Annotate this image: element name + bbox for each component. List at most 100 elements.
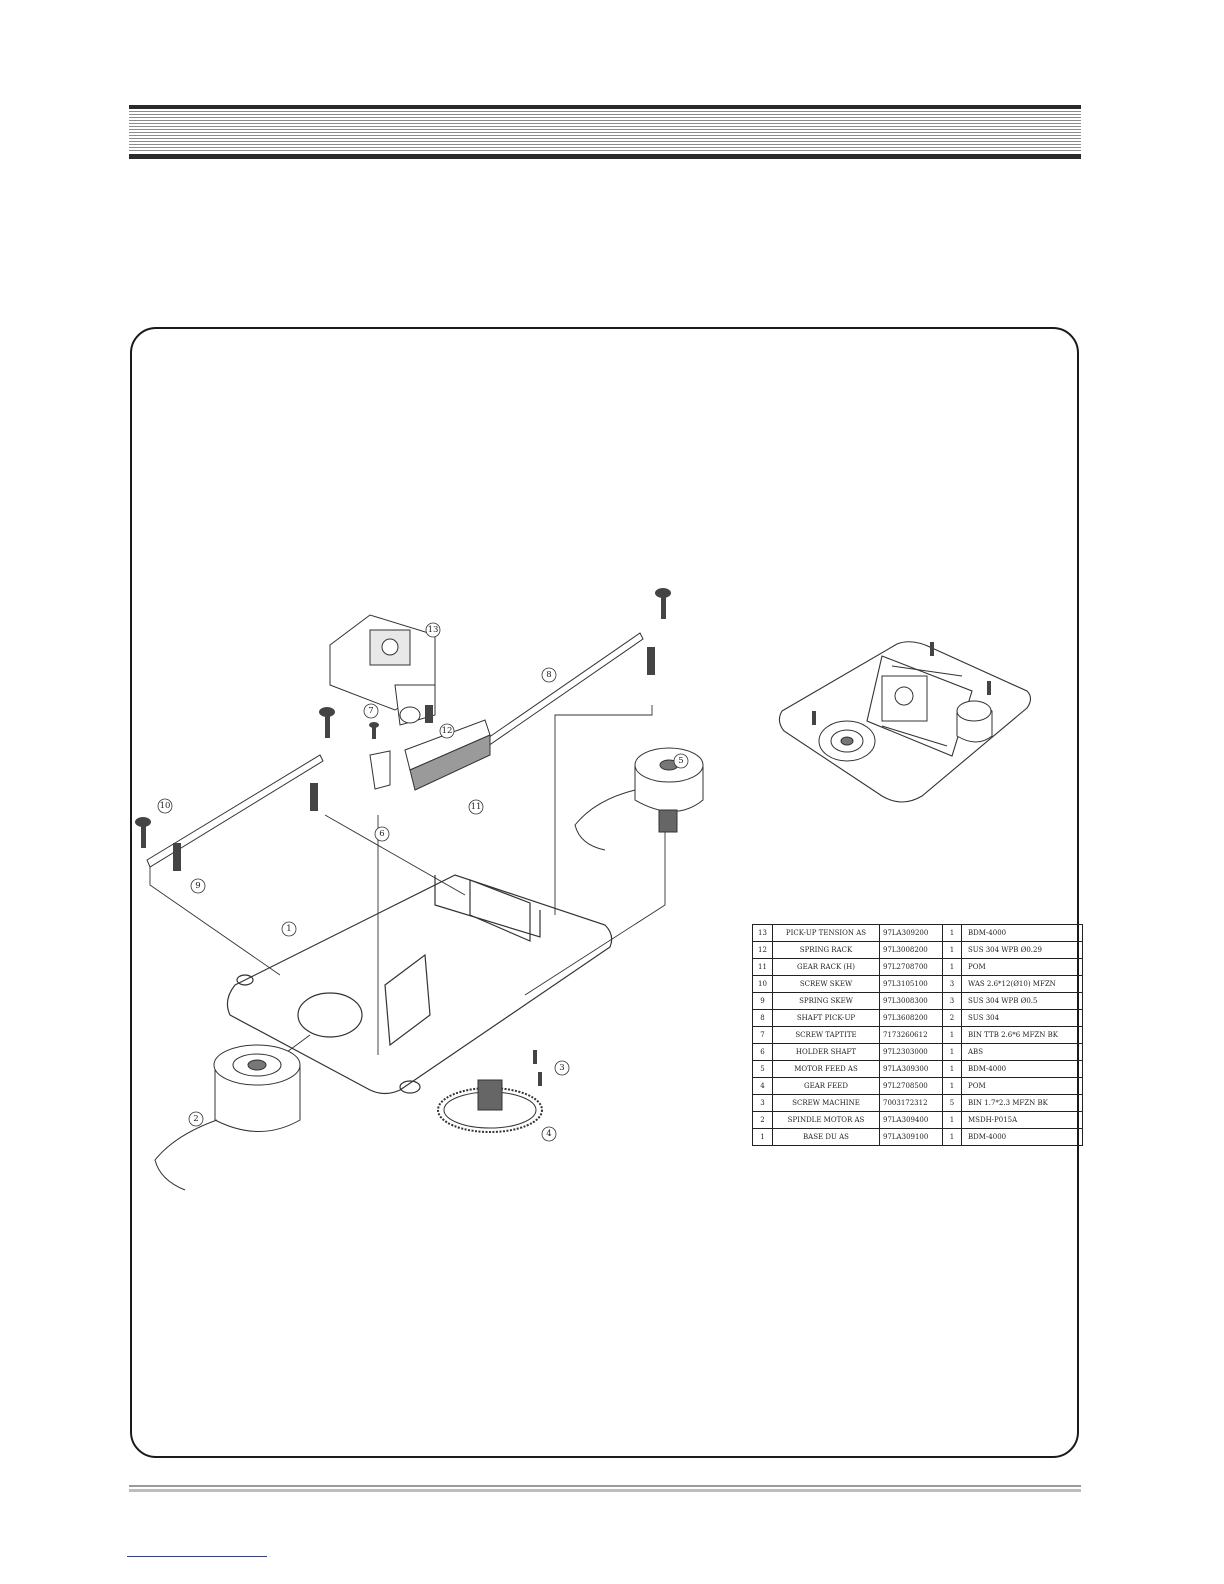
- exploded-view-diagram: 1 2 3 4 5 6 7 8 9 10 11 12 13: [135, 588, 704, 1191]
- part-number: 11: [752, 958, 773, 976]
- part-qty: 1: [942, 1077, 962, 1095]
- part-code: 97LA309400: [879, 1111, 943, 1129]
- feed-gear: [437, 1079, 543, 1133]
- part-number: 10: [752, 975, 773, 993]
- part-code: 7003172312: [879, 1094, 943, 1112]
- assembled-view-diagram: [778, 641, 1032, 803]
- callout-6: 6: [379, 829, 384, 839]
- part-material: WAS 2.6*12(Ø10) MFZN: [961, 975, 1083, 993]
- part-code: 97LA309200: [879, 924, 943, 942]
- part-name: PICK-UP TENSION AS: [772, 924, 880, 942]
- leader-lines: [149, 705, 666, 1106]
- footer-link-underline[interactable]: [127, 1556, 267, 1557]
- part-qty: 1: [942, 941, 962, 959]
- part-code: 97L3008200: [879, 941, 943, 959]
- part-code: 97L3608200: [879, 1009, 943, 1027]
- part-name: GEAR RACK (H): [772, 958, 880, 976]
- base-chassis: [226, 874, 613, 1095]
- callout-10: 10: [160, 801, 171, 811]
- part-name: SPRING RACK: [772, 941, 880, 959]
- part-material: ABS: [961, 1043, 1083, 1061]
- part-qty: 3: [942, 992, 962, 1010]
- part-material: BIN TTB 2.6*6 MFZN BK: [961, 1026, 1083, 1044]
- callout-markers: 1 2 3 4 5 6 7 8 9 10 11 12 13: [157, 622, 689, 1142]
- part-qty: 1: [942, 1128, 962, 1146]
- callout-7: 7: [368, 706, 373, 716]
- part-number: 9: [752, 992, 773, 1010]
- part-number: 1: [752, 1128, 773, 1146]
- part-number: 4: [752, 1077, 773, 1095]
- part-number: 2: [752, 1111, 773, 1129]
- part-name: SCREW TAPTITE: [772, 1026, 880, 1044]
- part-qty: 1: [942, 958, 962, 976]
- part-code: 97L2708500: [879, 1077, 943, 1095]
- part-code: 97LA309100: [879, 1128, 943, 1146]
- part-code: 7173260612: [879, 1026, 943, 1044]
- part-material: BDM-4000: [961, 1128, 1083, 1146]
- part-number: 12: [752, 941, 773, 959]
- part-name: GEAR FEED: [772, 1077, 880, 1095]
- part-number: 13: [752, 924, 773, 942]
- part-name: SHAFT PICK-UP: [772, 1009, 880, 1027]
- part-material: BDM-4000: [961, 1060, 1083, 1078]
- part-qty: 1: [942, 1043, 962, 1061]
- screws-and-springs: [135, 588, 671, 1086]
- callout-13: 13: [428, 625, 439, 635]
- header-band: [129, 105, 1081, 159]
- part-qty: 5: [942, 1094, 962, 1112]
- pickup-assembly: [329, 614, 436, 726]
- header-stripes: [129, 111, 1081, 153]
- part-name: SCREW SKEW: [772, 975, 880, 993]
- part-material: SUS 304 WPB Ø0.5: [961, 992, 1083, 1010]
- part-name: HOLDER SHAFT: [772, 1043, 880, 1061]
- part-name: SCREW MACHINE: [772, 1094, 880, 1112]
- part-qty: 1: [942, 924, 962, 942]
- part-number: 7: [752, 1026, 773, 1044]
- part-qty: 3: [942, 975, 962, 993]
- part-qty: 2: [942, 1009, 962, 1027]
- callout-1: 1: [286, 924, 291, 934]
- callout-3: 3: [559, 1063, 564, 1073]
- part-number: 6: [752, 1043, 773, 1061]
- part-material: BDM-4000: [961, 924, 1083, 942]
- callout-4: 4: [546, 1129, 551, 1139]
- header-rule-top: [129, 105, 1081, 109]
- callout-11: 11: [471, 802, 482, 812]
- footer-rule: [129, 1485, 1081, 1492]
- callout-2: 2: [193, 1114, 198, 1124]
- part-code: 97LA309300: [879, 1060, 943, 1078]
- part-number: 3: [752, 1094, 773, 1112]
- callout-9: 9: [195, 881, 200, 891]
- part-code: 97L2303000: [879, 1043, 943, 1061]
- part-number: 8: [752, 1009, 773, 1027]
- gear-rack: [369, 719, 491, 791]
- shafts: [146, 632, 644, 868]
- header-rule-bottom: [129, 154, 1081, 159]
- part-material: MSDH-P015A: [961, 1111, 1083, 1129]
- part-material: BIN 1.7*2.3 MFZN BK: [961, 1094, 1083, 1112]
- diagram-frame: [130, 327, 1079, 1458]
- part-material: SUS 304: [961, 1009, 1083, 1027]
- part-material: POM: [961, 1077, 1083, 1095]
- part-code: 97L3008300: [879, 992, 943, 1010]
- callout-8: 8: [546, 670, 551, 680]
- part-qty: 1: [942, 1111, 962, 1129]
- part-material: SUS 304 WPB Ø0.29: [961, 941, 1083, 959]
- part-qty: 1: [942, 1026, 962, 1044]
- callout-12: 12: [442, 726, 453, 736]
- spindle-motor: [154, 1044, 301, 1191]
- part-material: POM: [961, 958, 1083, 976]
- part-qty: 1: [942, 1060, 962, 1078]
